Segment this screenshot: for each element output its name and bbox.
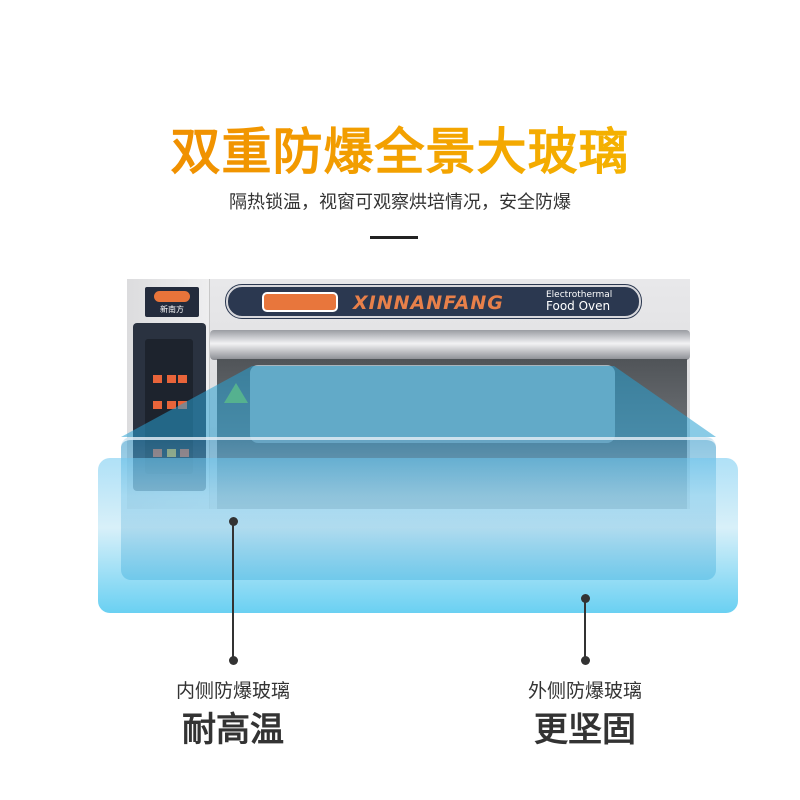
inner-glass-leader — [232, 521, 234, 660]
control-button — [153, 375, 162, 383]
minus-button — [178, 401, 187, 409]
door-handle — [210, 330, 690, 360]
leader-end-dot — [229, 656, 238, 665]
outer-glass-leader — [584, 598, 586, 660]
warning-icon — [224, 383, 248, 403]
brand-logo-icon — [262, 292, 338, 312]
product-desc: Electrothermal Food Oven — [546, 290, 613, 313]
oven-window — [250, 365, 615, 443]
brand-badge: 新南方 — [145, 287, 199, 317]
brand-cn: 新南方 — [160, 305, 184, 314]
inner-glass-label: 内侧防爆玻璃 — [175, 680, 290, 702]
plus-button — [167, 375, 176, 383]
outer-glass-label: 外侧防爆玻璃 — [527, 680, 642, 702]
brand-name: XINNANFANG — [353, 292, 504, 314]
brand-logo-icon — [154, 291, 190, 302]
control-button — [153, 401, 162, 409]
headline: 双重防爆全景大玻璃 — [0, 112, 800, 184]
minus-button — [178, 375, 187, 383]
brand-nameplate: XINNANFANG Electrothermal Food Oven — [225, 284, 642, 319]
plus-button — [167, 401, 176, 409]
outer-glass-feature: 更坚固 — [534, 710, 636, 750]
divider — [370, 236, 418, 239]
leader-end-dot — [581, 656, 590, 665]
inner-glass-feature: 耐高温 — [182, 710, 284, 750]
subheadline: 隔热锁温，视窗可观察烘培情况，安全防爆 — [229, 192, 571, 213]
outer-glass — [98, 458, 738, 613]
